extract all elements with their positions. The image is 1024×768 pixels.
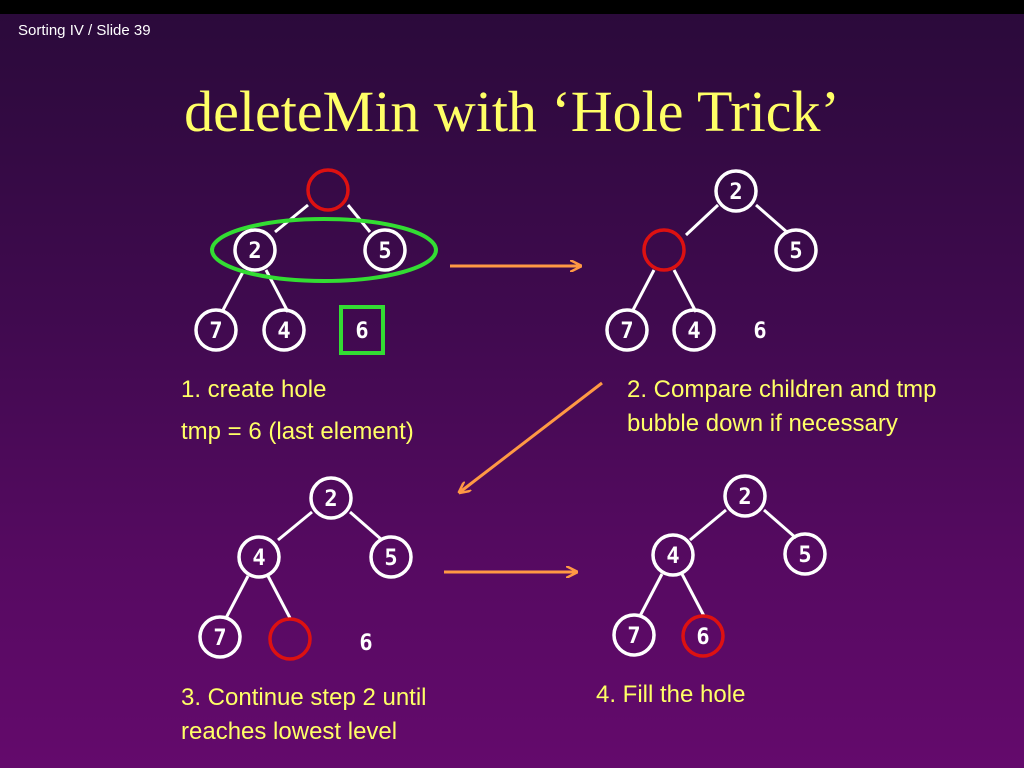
heap-node	[262, 308, 306, 352]
node-value: 4	[687, 319, 700, 344]
filled-hole-node	[681, 614, 725, 658]
node-value: 7	[620, 319, 633, 344]
tmp-value: 6	[359, 631, 372, 656]
edge	[630, 269, 656, 313]
tree-step-4: 2 4 5 7 6	[612, 474, 827, 658]
node-value: 7	[213, 626, 226, 651]
node-value: 4	[252, 546, 265, 571]
heap-node	[198, 615, 242, 659]
node-value: 2	[738, 485, 751, 510]
step3-line2: reaches lowest level	[181, 718, 398, 745]
children-highlight-ellipse	[210, 217, 438, 283]
edge	[266, 575, 292, 619]
hole-node	[642, 228, 686, 272]
node-value: 2	[248, 239, 261, 264]
heap-node	[612, 613, 656, 657]
edge	[684, 203, 720, 237]
edge	[277, 510, 313, 542]
step2-line1: 2. Compare children and tmp	[627, 376, 937, 403]
edge	[220, 269, 246, 313]
step2-line2: bubble down if necessary	[627, 410, 898, 437]
heap-node	[714, 169, 758, 213]
heap-node	[233, 228, 277, 272]
step3-caption: 3. Continue step 2 until reaches lowest …	[181, 681, 427, 749]
arrow-step2-to-step3	[460, 381, 603, 492]
node-value: 2	[324, 487, 337, 512]
slide-label: Sorting IV / Slide 39	[18, 22, 151, 39]
node-value: 4	[277, 319, 290, 344]
edge	[638, 573, 664, 617]
edge	[755, 203, 789, 235]
step1-line1: 1. create hole	[181, 376, 327, 403]
heap-node	[369, 535, 413, 579]
heap-node	[774, 228, 818, 272]
hole-node	[268, 617, 312, 661]
tmp-value: 6	[355, 319, 368, 344]
heap-node	[237, 535, 281, 579]
tmp-highlight-box	[339, 305, 385, 355]
node-value: 5	[798, 543, 811, 568]
node-value: 7	[209, 319, 222, 344]
node-value: 5	[789, 239, 802, 264]
tmp-value: 6	[753, 319, 766, 344]
slide-title: deleteMin with ‘Hole Trick’	[184, 79, 840, 144]
step2-caption: 2. Compare children and tmp bubble down …	[627, 373, 937, 441]
heap-node	[194, 308, 238, 352]
node-value: 5	[378, 239, 391, 264]
tree-step-2: 2 5 7 4 6	[605, 169, 818, 352]
step1-line2: tmp = 6 (last element)	[181, 418, 414, 445]
edge	[680, 573, 706, 617]
node-value: 7	[627, 624, 640, 649]
tree-step-1: 2 5 7 4 6	[194, 168, 438, 355]
tree-step-3: 2 4 5 7 6	[198, 476, 413, 661]
edge	[672, 269, 698, 313]
heap-node	[723, 474, 767, 518]
heap-node	[363, 228, 407, 272]
hole-node	[306, 168, 350, 212]
step3-line1: 3. Continue step 2 until	[181, 684, 427, 711]
step4-caption: 4. Fill the hole	[596, 678, 745, 712]
heap-node	[783, 532, 827, 576]
node-value: 5	[384, 546, 397, 571]
node-value: 4	[666, 544, 679, 569]
heap-node	[605, 308, 649, 352]
heap-node	[672, 308, 716, 352]
node-value: 2	[729, 180, 742, 205]
step1-caption: 1. create hole tmp = 6 (last element)	[181, 373, 414, 449]
edge	[224, 575, 250, 619]
heap-node	[651, 533, 695, 577]
edge	[689, 508, 727, 542]
edge	[349, 510, 383, 542]
top-bar	[0, 0, 1024, 14]
step4-line1: 4. Fill the hole	[596, 681, 746, 708]
node-value: 6	[696, 625, 709, 650]
edge	[763, 508, 797, 540]
heap-node	[309, 476, 353, 520]
